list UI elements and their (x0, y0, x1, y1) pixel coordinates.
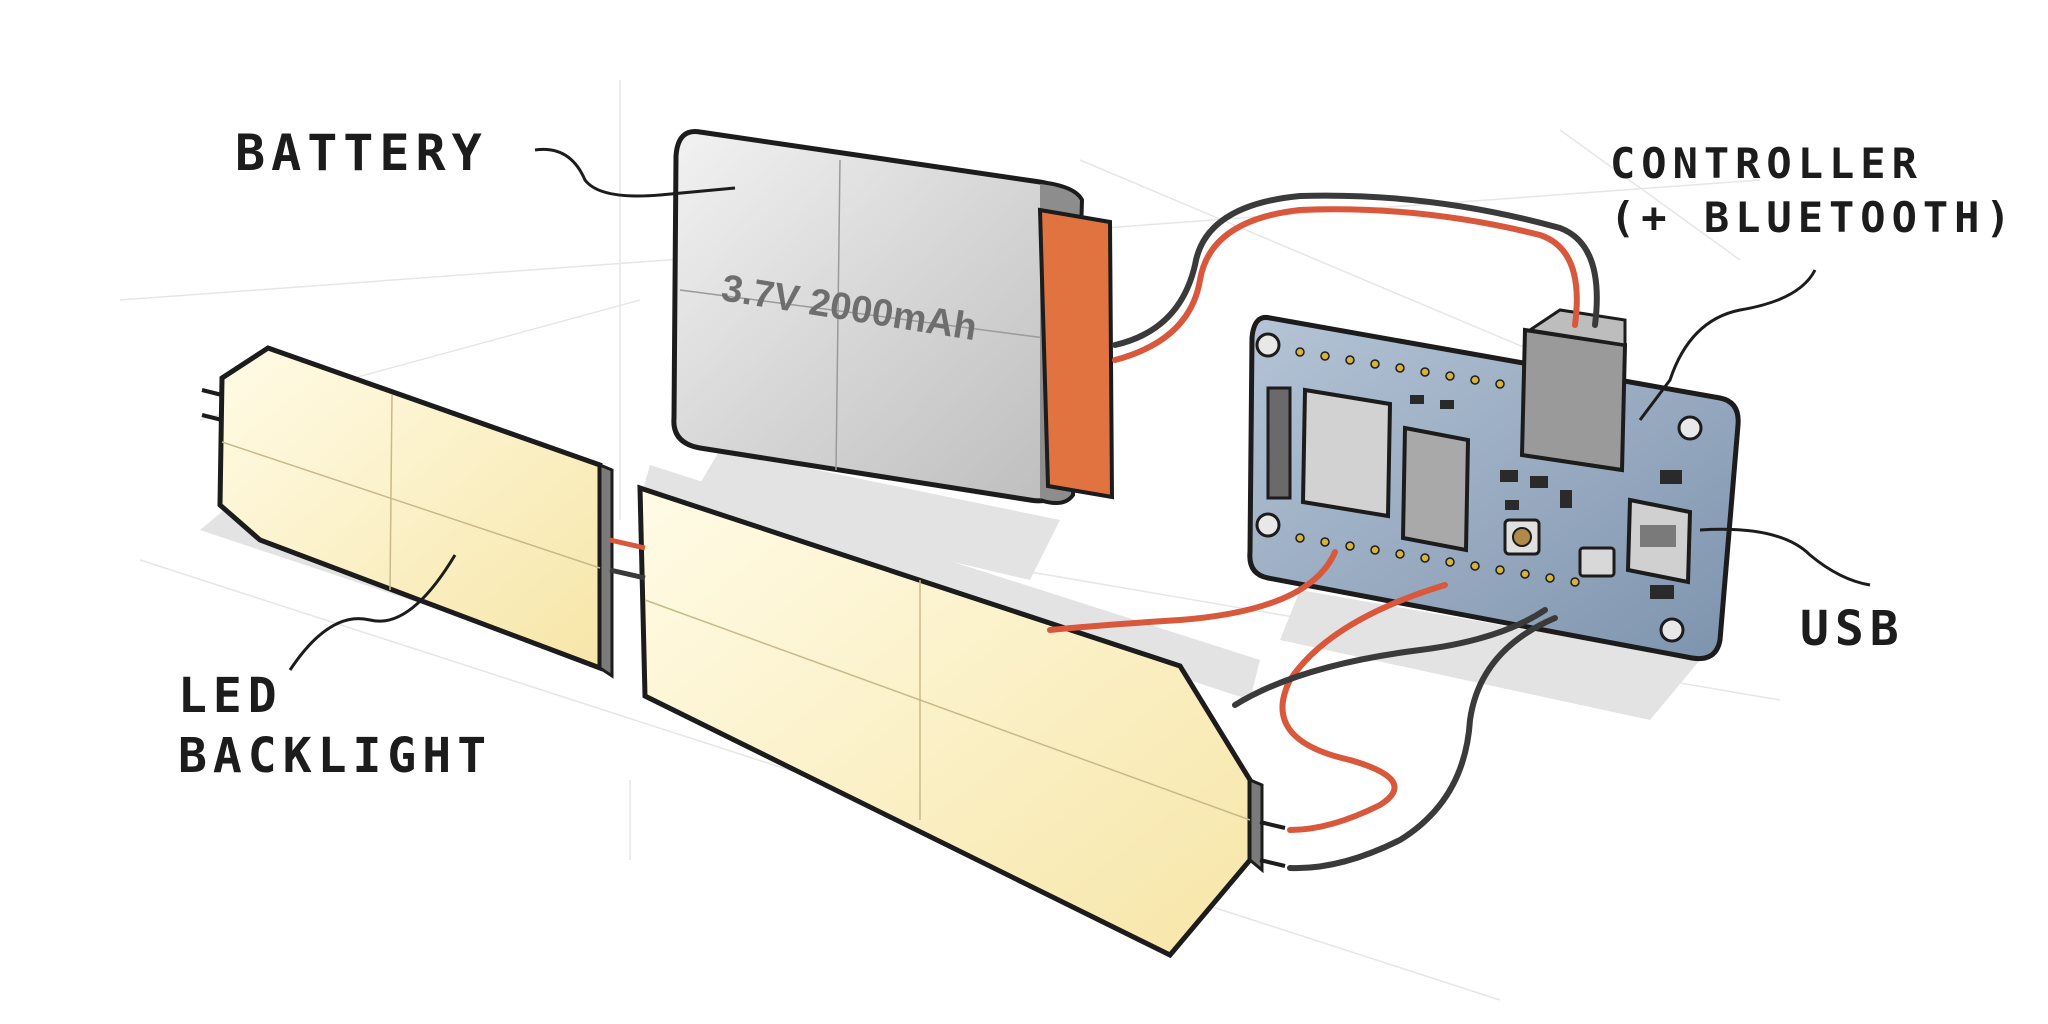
wires (1047, 192, 1600, 872)
mount-hole (1255, 332, 1281, 358)
smd-parts (1410, 395, 1682, 599)
mount-hole (1255, 512, 1281, 538)
led-wire-black-2 (1287, 615, 1558, 872)
jst-connector (1519, 327, 1628, 473)
led-wire-black-1 (1232, 607, 1548, 708)
label-controller: CONTROLLER (1610, 139, 1923, 188)
label-controller-bluetooth: (+ BLUETOOTH) (1610, 193, 2017, 242)
label-led: LED (178, 668, 283, 724)
mount-hole (1677, 415, 1703, 441)
label-backlight: BACKLIGHT (178, 728, 492, 784)
led-wire-red-2 (1279, 582, 1448, 833)
button-2 (1578, 546, 1616, 578)
header-connector (1400, 425, 1471, 553)
led-right-pin (1259, 858, 1286, 868)
led-right-pin (1259, 820, 1286, 830)
main-chip (1300, 387, 1393, 519)
panel-link-wires (609, 537, 646, 581)
battery: 3.7V 2000mAh (671, 129, 1115, 506)
leader-lines (288, 147, 1871, 671)
controller-board (1247, 308, 1741, 662)
led-left-pin (201, 388, 223, 397)
led-panel-left (201, 345, 614, 679)
battery-wire-black (1112, 192, 1600, 348)
slide-switch (1266, 386, 1292, 500)
mount-hole (1659, 617, 1685, 643)
led-wire-red-1 (1047, 549, 1338, 633)
label-usb: USB (1800, 601, 1905, 657)
header-pins (1295, 347, 1580, 587)
battery-wire-red (1112, 206, 1580, 363)
battery-terminal (1037, 207, 1115, 500)
label-battery: BATTERY (235, 124, 488, 182)
led-left-pin (201, 413, 223, 422)
led-panel-right (637, 484, 1286, 959)
